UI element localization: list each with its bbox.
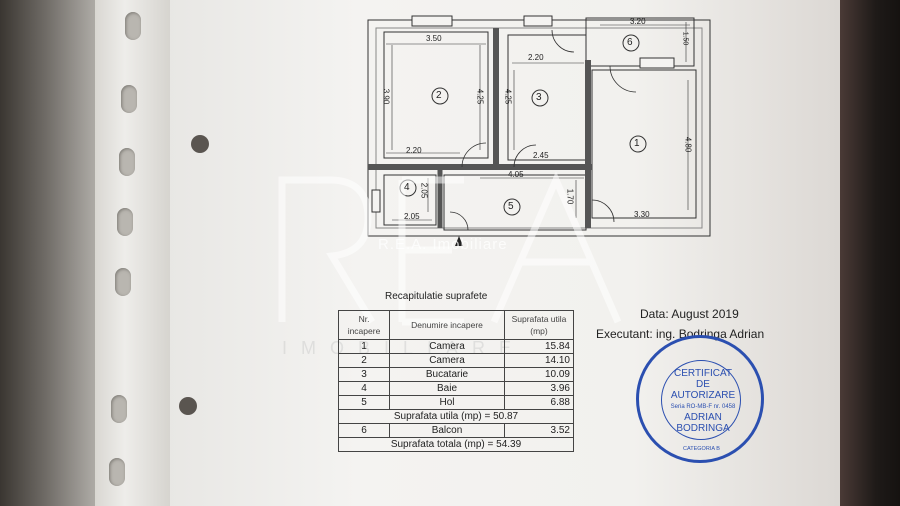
room-number: 2 [436,90,442,101]
stamp-inner-ring [661,360,741,440]
dimension-label: 1.70 [565,188,575,205]
sleeve-hole [115,268,131,296]
stamp-text: ADRIAN [684,412,722,423]
stamp-category: CATEGORIA B [683,446,720,452]
room-name-cell: Hol [389,395,505,410]
room-number: 6 [627,37,633,48]
grand-total-cell: Suprafata totala (mp) = 54.39 [338,437,574,452]
summary-title: Recapitulatie suprafete [385,291,488,302]
column-header: Nr. incapere [338,310,390,340]
room-4-outline [383,174,437,226]
dimension-label: 3.20 [630,17,646,26]
sleeve-hole [119,148,135,176]
column-header: Denumire incapere [389,310,505,340]
room-area-cell: 15.84 [504,339,574,354]
dimension-label: 2.20 [406,146,422,155]
room-area-cell: 10.09 [504,367,574,382]
sleeve-hole [121,85,137,113]
area-summary-table: Nr. incapere Denumire incapere Suprafata… [338,310,574,452]
inner-wall-outline [375,27,703,229]
room-number-cell: 2 [338,353,390,368]
dimension-label: 1.50 [681,31,689,46]
sleeve-hole [111,395,127,423]
table-row: 3 Bucatarie 10.09 [338,367,574,382]
stamp-text: Seria RO-MB-F nr. 0458 [670,404,736,410]
room-number-cell: 3 [338,367,390,382]
table-row: 2 Camera 14.10 [338,353,574,368]
sheet-protector-edge [95,0,170,506]
punch-hole [179,397,197,415]
table-row: 5 Hol 6.88 [338,395,574,410]
punch-hole [191,135,209,153]
stamp-text: CERTIFICAT [674,368,732,379]
dimension-label: 2.05 [404,212,420,221]
dimension-label: 3.90 [381,88,391,105]
dimension-label: 2.20 [528,53,544,62]
room-name-cell: Balcon [389,423,505,438]
column-header: Suprafata utila (mp) [504,310,574,340]
sleeve-hole [109,458,125,486]
room-name-cell: Camera [389,339,505,354]
sleeve-hole [117,208,133,236]
room-2-outline [383,31,489,159]
dimension-label: 3.30 [634,210,650,219]
room-number: 5 [508,201,514,212]
room-number: 4 [404,182,410,193]
room-3-outline [507,34,587,161]
watermark-brand: R.E.A. Imobiliare [378,236,508,253]
room-number-cell: 6 [338,423,390,438]
table-row: 6 Balcon 3.52 [338,423,574,438]
dimension-label: 4.25 [475,88,485,105]
dimension-label: 4.25 [503,88,513,105]
executant-name: Executant: ing. Bodringa Adrian [596,327,765,341]
utila-total-cell: Suprafata utila (mp) = 50.87 [338,409,574,424]
stamp-text: DE [696,379,710,390]
dimension-label: 2.05 [419,182,429,199]
table-row: 1 Camera 15.84 [338,339,574,354]
sleeve-hole [125,12,141,40]
dimension-label: 2.45 [533,151,549,160]
dimension-label: 4.80 [683,136,693,153]
watermark-logo [278,171,622,326]
room-number: 1 [634,138,640,149]
table-row: Suprafata utila (mp) = 50.87 [338,409,574,424]
table-row: Suprafata totala (mp) = 54.39 [338,437,574,452]
room-area-cell: 3.52 [504,423,574,438]
dimension-label: 4.05 [508,170,524,179]
table-header-row: Nr. incapere Denumire incapere Suprafata… [338,310,574,340]
room-area-cell: 3.96 [504,381,574,396]
background-right [840,0,900,506]
stamp-text: AUTORIZARE [670,390,736,401]
room-name-cell: Baie [389,381,505,396]
table-row: 4 Baie 3.96 [338,381,574,396]
room-name-cell: Bucatarie [389,367,505,382]
room-number-cell: 5 [338,395,390,410]
room-number: 3 [536,92,542,103]
room-number-cell: 4 [338,381,390,396]
room-name-cell: Camera [389,353,505,368]
document-date: Data: August 2019 [640,307,739,321]
room-area-cell: 6.88 [504,395,574,410]
room-area-cell: 14.10 [504,353,574,368]
room-1-outline [591,69,697,219]
room-number-cell: 1 [338,339,390,354]
stamp-text: BODRINGA [676,423,730,434]
authorization-stamp: CERTIFICAT DE AUTORIZARE Seria RO-MB-F n… [636,335,764,463]
dimension-label: 3.50 [426,34,442,43]
